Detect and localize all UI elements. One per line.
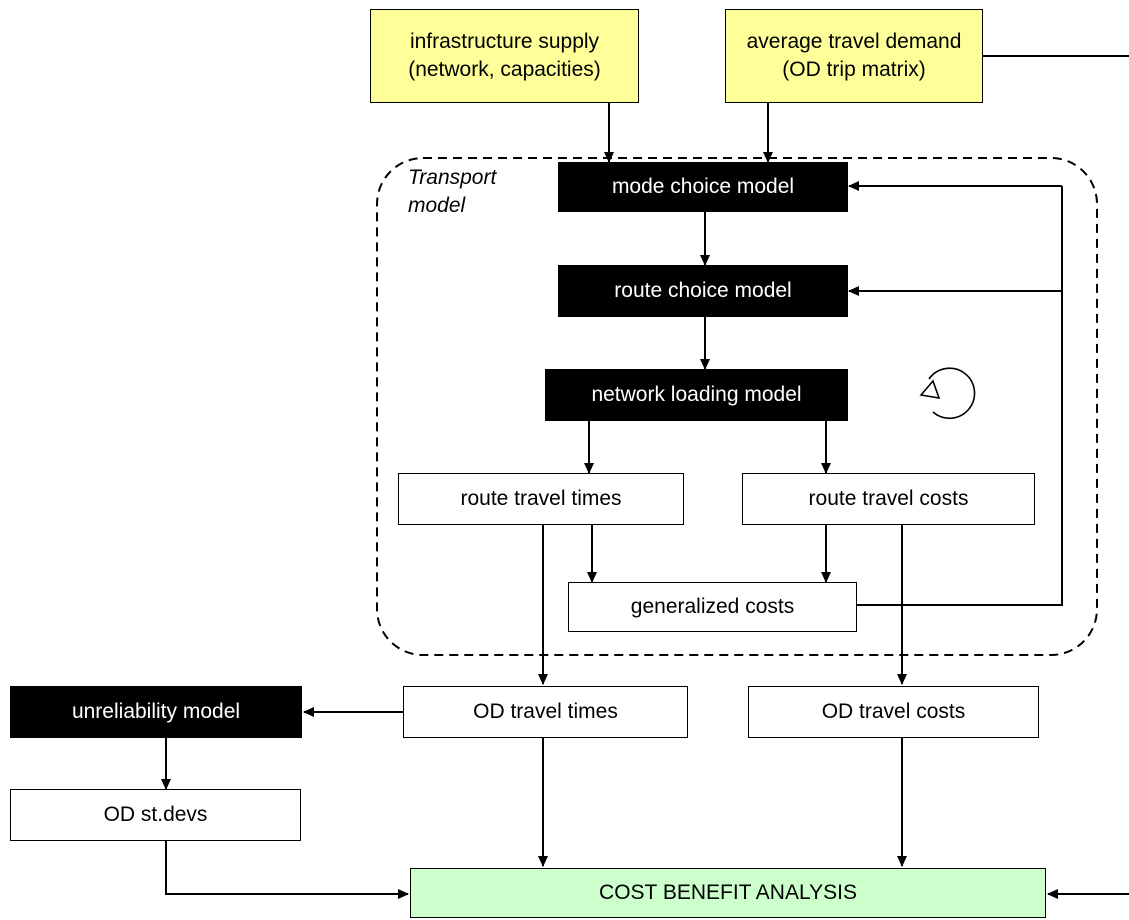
cost-benefit-analysis-label: COST BENEFIT ANALYSIS bbox=[599, 880, 857, 904]
od-travel-costs-box: OD travel costs bbox=[748, 686, 1039, 738]
network-loading-model-box: network loading model bbox=[545, 369, 848, 421]
demand-line1: average travel demand bbox=[746, 29, 962, 53]
transport-model-boundary bbox=[376, 157, 1098, 656]
mode-choice-label: mode choice model bbox=[611, 174, 795, 198]
route-travel-costs-box: route travel costs bbox=[742, 473, 1035, 525]
transport-model-label: Transport model bbox=[408, 164, 496, 221]
demand-line2: (OD trip matrix) bbox=[782, 58, 926, 81]
mode-choice-model-box: mode choice model bbox=[558, 162, 848, 212]
network-loading-label: network loading model bbox=[591, 382, 802, 406]
route-choice-model-box: route choice model bbox=[558, 265, 848, 317]
transport-model-label-line2: model bbox=[408, 194, 466, 218]
transport-model-label-line1: Transport bbox=[408, 166, 497, 189]
unreliability-model-label: unreliability model bbox=[71, 699, 241, 723]
generalized-costs-label: generalized costs bbox=[630, 594, 795, 618]
cost-benefit-analysis-box: COST BENEFIT ANALYSIS bbox=[410, 868, 1046, 918]
od-stdevs-box: OD st.devs bbox=[10, 789, 301, 841]
od-travel-costs-label: OD travel costs bbox=[821, 699, 966, 723]
route-travel-costs-label: route travel costs bbox=[808, 486, 969, 510]
arrow-stdevs-to-cba bbox=[165, 841, 409, 899]
od-travel-times-box: OD travel times bbox=[403, 686, 688, 738]
od-travel-times-label: OD travel times bbox=[473, 699, 618, 723]
average-travel-demand-box: average travel demand (OD trip matrix) bbox=[725, 9, 983, 103]
route-travel-times-label: route travel times bbox=[460, 486, 622, 510]
generalized-costs-box: generalized costs bbox=[568, 582, 857, 632]
supply-line1: infrastructure supply bbox=[409, 29, 600, 53]
route-choice-label: route choice model bbox=[614, 278, 792, 302]
refresh-cycle-icon bbox=[919, 367, 976, 420]
route-travel-times-box: route travel times bbox=[398, 473, 684, 525]
unreliability-model-box: unreliability model bbox=[10, 686, 302, 738]
infrastructure-supply-box: infrastructure supply (network, capaciti… bbox=[370, 9, 639, 103]
supply-line2: (network, capacities) bbox=[408, 58, 601, 81]
od-stdevs-label: OD st.devs bbox=[103, 802, 208, 826]
feedback-loop-line bbox=[857, 186, 1063, 606]
